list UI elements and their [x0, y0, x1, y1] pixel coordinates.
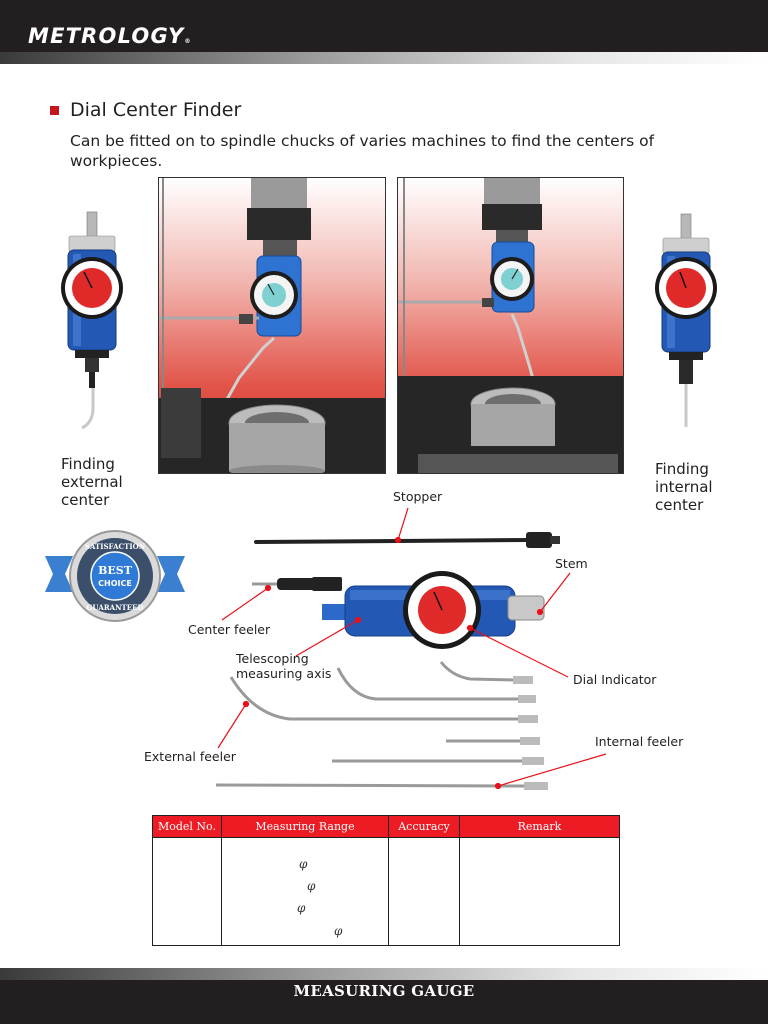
- badge-line-2: CHOICE: [98, 579, 132, 588]
- center-finder-right-image: [655, 213, 717, 427]
- badge-bottom-text: GUARANTEED: [87, 603, 144, 612]
- label-telescoping-axis: Telescoping measuring axis: [236, 651, 331, 681]
- title-bullet: [50, 106, 59, 115]
- stopper-rod: [254, 538, 530, 544]
- center-finder-left-image: [61, 211, 123, 430]
- photo-external-center: [158, 177, 386, 474]
- header-gradient-strip: [0, 52, 768, 64]
- product-description: Can be fitted on to spindle chucks of va…: [70, 132, 655, 170]
- label-center-feeler: Center feeler: [188, 622, 271, 637]
- header-remark: Remark: [459, 815, 620, 838]
- header-measuring-range: Measuring Range: [221, 815, 389, 838]
- label-dial-indicator: Dial Indicator: [573, 672, 657, 687]
- header-accuracy: Accuracy: [388, 815, 460, 838]
- badge-top-text: SATISFACTION: [85, 542, 146, 551]
- long-bent-feeler: [336, 667, 520, 701]
- table-row: φ φ φ φ: [152, 837, 620, 946]
- caption-left-line-3: center: [61, 491, 110, 509]
- badge-line-1: BEST: [98, 564, 133, 577]
- cell-remark: [459, 837, 620, 946]
- caption-left-line-2: external: [61, 473, 123, 491]
- cell-accuracy: [388, 837, 460, 946]
- caption-right-line-1: Finding: [655, 460, 709, 478]
- cell-measuring-range: φ φ φ φ: [221, 837, 389, 946]
- registered-mark: ®: [184, 38, 192, 45]
- stem: [507, 595, 545, 621]
- caption-left-line-1: Finding: [61, 455, 115, 473]
- center-feeler-body: [277, 578, 317, 590]
- diameter-symbol: φ: [299, 857, 308, 871]
- best-choice-badge: SATISFACTION BEST CHOICE GUARANTEED: [45, 530, 185, 622]
- caption-right-line-2: internal: [655, 478, 713, 496]
- label-internal-feeler: Internal feeler: [595, 734, 684, 749]
- machine-setup-internal: [398, 178, 623, 473]
- page-title: Dial Center Finder: [70, 99, 242, 121]
- external-feeler-rod: [229, 676, 520, 721]
- specification-table: Model No. Measuring Range Accuracy Remar…: [152, 815, 620, 946]
- photo-internal-center: [397, 177, 624, 474]
- footer-title: MEASURING GAUGE: [293, 982, 475, 1000]
- diameter-symbol: φ: [334, 924, 343, 938]
- label-telescoping-line-2: measuring axis: [236, 666, 332, 681]
- header-model-no: Model No.: [152, 815, 222, 838]
- brand-name: METROLOGY: [28, 24, 185, 48]
- brand-logo: METROLOGY®: [28, 24, 192, 48]
- footer-gradient-strip: [0, 968, 768, 980]
- internal-feeler-rod: [215, 783, 527, 788]
- machine-setup-external: [159, 178, 385, 473]
- stopper-knob: [526, 532, 552, 548]
- caption-right-line-3: center: [655, 496, 704, 514]
- caption-internal-center: Finding internal center: [655, 460, 713, 514]
- table-header-row: Model No. Measuring Range Accuracy Remar…: [152, 815, 620, 838]
- diameter-symbol: φ: [297, 901, 306, 915]
- label-external-feeler: External feeler: [144, 749, 236, 764]
- label-stopper: Stopper: [393, 489, 443, 504]
- short-bent-feeler: [439, 661, 516, 682]
- diameter-symbol: φ: [307, 879, 316, 893]
- caption-external-center: Finding external center: [61, 455, 123, 509]
- footer-bar: [0, 980, 768, 1024]
- header-bar: [0, 0, 768, 56]
- label-telescoping-line-1: Telescoping: [236, 651, 309, 666]
- cell-model-no: [152, 837, 222, 946]
- label-stem: Stem: [555, 556, 588, 571]
